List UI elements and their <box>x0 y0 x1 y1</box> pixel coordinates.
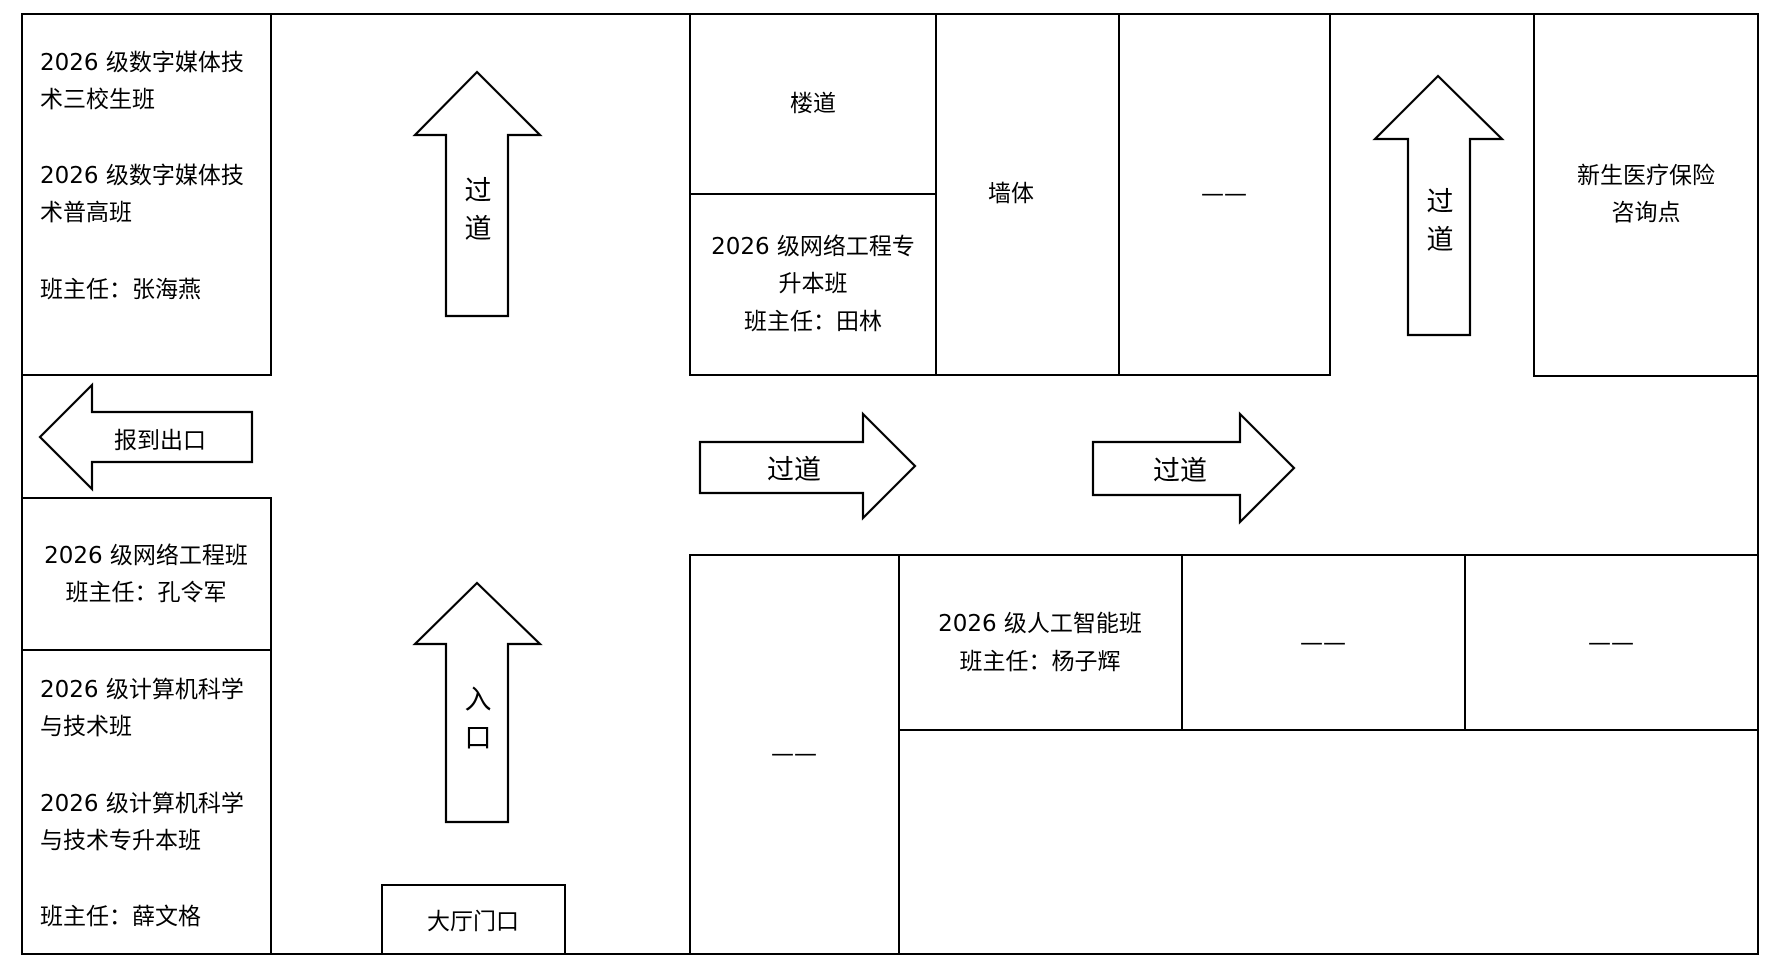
computer-science-line2: 与技术班 <box>40 714 132 740</box>
computer-science-teacher: 班主任：薛文格 <box>40 904 201 930</box>
network-upgrade-line1: 2026 级网络工程专 <box>711 234 915 260</box>
ai-teacher: 班主任：杨子辉 <box>960 649 1121 675</box>
empty-bottom-right-label: —— <box>1588 630 1634 656</box>
room-stairway <box>689 13 937 195</box>
hall-door <box>381 884 566 955</box>
passage-right-1-label: 过道 <box>767 455 821 486</box>
network-upgrade-teacher: 班主任：田林 <box>744 309 882 335</box>
room-computer-science <box>21 649 272 955</box>
room-empty-bottom-left <box>689 554 900 955</box>
stairway-label: 楼道 <box>790 91 836 117</box>
room-ai <box>898 554 1183 731</box>
digital-media-teacher: 班主任：张海燕 <box>40 277 201 303</box>
room-empty-bottom-right <box>1464 554 1759 731</box>
room-digital-media <box>21 13 272 376</box>
passage-up-left-char2: 道 <box>465 214 492 245</box>
room-lower-right-block <box>898 729 1759 955</box>
entrance-char1: 入 <box>465 685 492 716</box>
room-insurance <box>1533 13 1759 377</box>
room-empty-top <box>1118 13 1331 376</box>
digital-media-line4: 术普高班 <box>40 200 132 226</box>
room-empty-bottom-mid <box>1181 554 1466 731</box>
exit-label: 报到出口 <box>114 428 206 454</box>
passage-up-right-arrow <box>1372 74 1505 337</box>
ai-line1: 2026 级人工智能班 <box>938 611 1142 637</box>
insurance-line1: 新生医疗保险 <box>1577 163 1715 189</box>
room-network-eng <box>21 497 272 651</box>
entrance-char2: 口 <box>465 723 492 754</box>
passage-right-2-arrow <box>1091 411 1296 525</box>
empty-bottom-left-label: —— <box>771 741 817 767</box>
passage-up-right-char2: 道 <box>1427 225 1454 256</box>
computer-science-line4: 与技术专升本班 <box>40 828 201 854</box>
empty-bottom-mid-label: —— <box>1300 630 1346 656</box>
computer-science-line3: 2026 级计算机科学 <box>40 791 244 817</box>
passage-right-2-label: 过道 <box>1153 456 1207 487</box>
passage-right-1-arrow <box>698 411 917 521</box>
empty-top-label: —— <box>1201 181 1247 207</box>
exit-arrow <box>38 382 254 492</box>
network-eng-teacher: 班主任：孔令军 <box>66 580 227 606</box>
room-network-upgrade <box>689 193 937 376</box>
passage-up-left-arrow <box>412 70 543 318</box>
hall-door-label: 大厅门口 <box>427 909 519 935</box>
insurance-line2: 咨询点 <box>1612 200 1681 226</box>
entrance-arrow <box>412 581 543 824</box>
passage-up-left-char1: 过 <box>465 176 492 207</box>
network-upgrade-line2: 升本班 <box>779 271 848 297</box>
digital-media-line1: 2026 级数字媒体技 <box>40 50 244 76</box>
passage-up-right-char1: 过 <box>1427 187 1454 218</box>
wall-label: 墙体 <box>988 181 1034 207</box>
room-wall <box>935 13 1120 376</box>
digital-media-line2: 术三校生班 <box>40 87 155 113</box>
computer-science-line1: 2026 级计算机科学 <box>40 677 244 703</box>
network-eng-line1: 2026 级网络工程班 <box>44 543 248 569</box>
digital-media-line3: 2026 级数字媒体技 <box>40 163 244 189</box>
